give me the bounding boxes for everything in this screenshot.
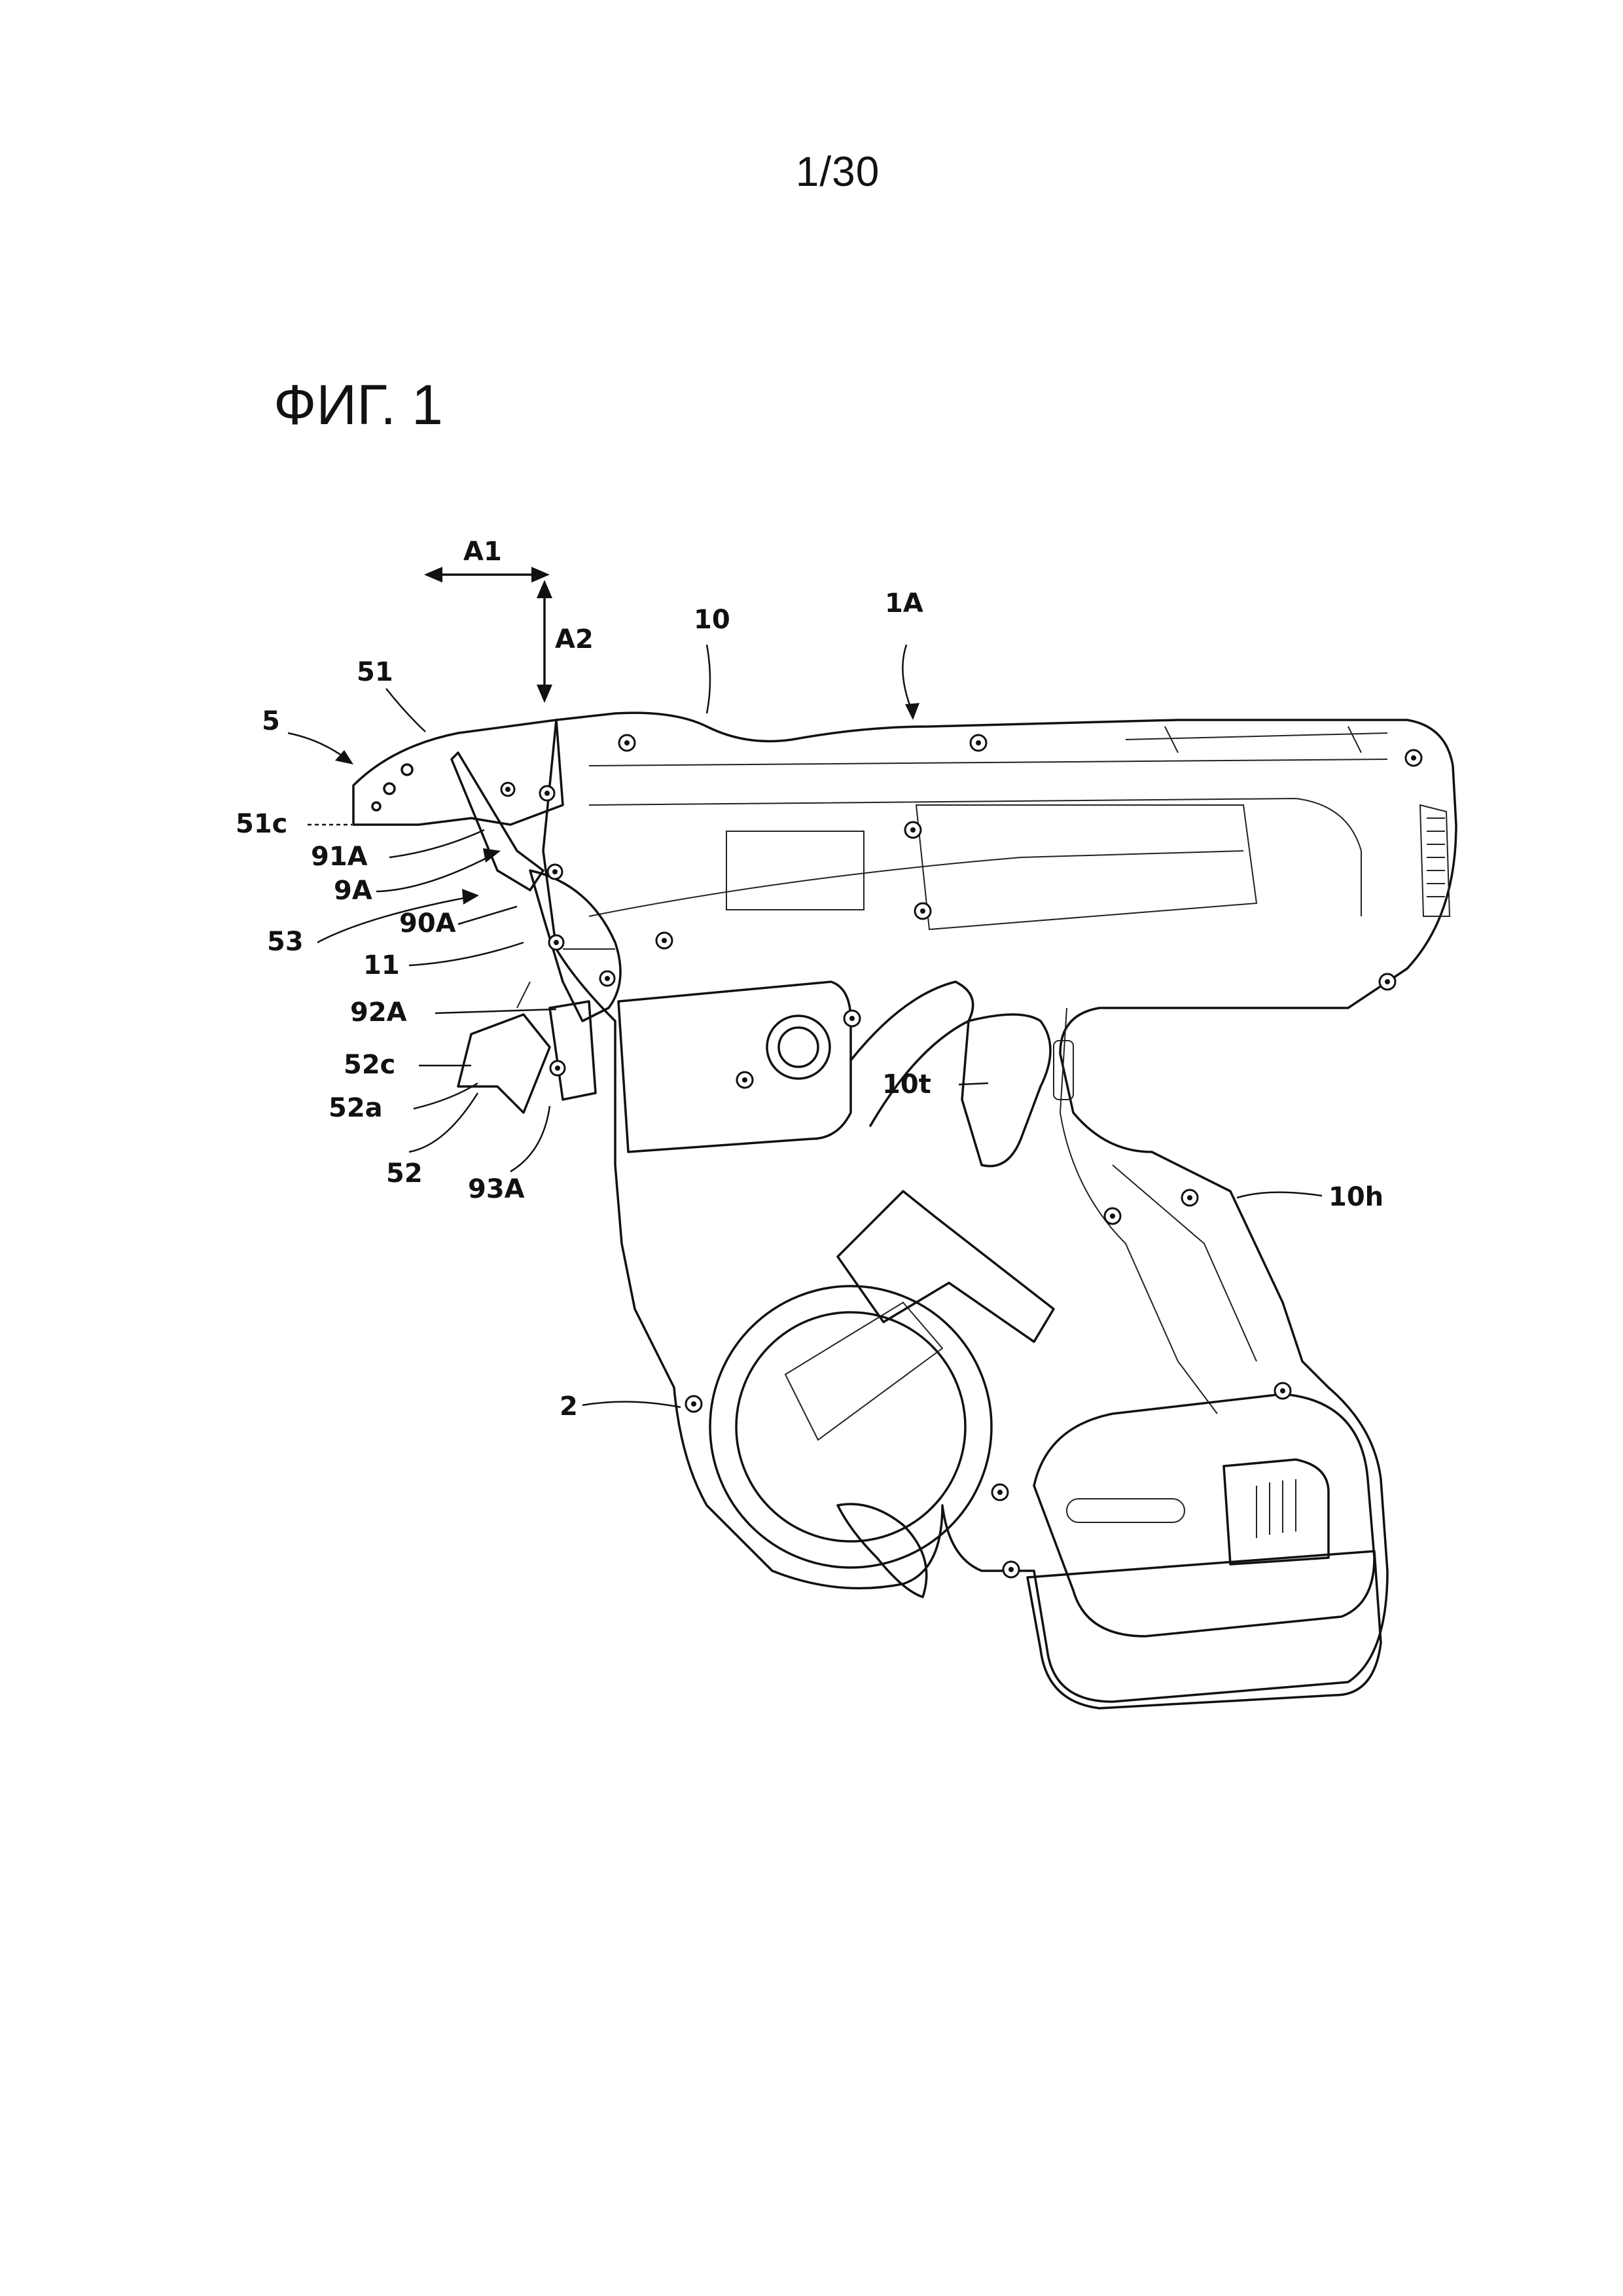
screws xyxy=(501,735,1421,1577)
label-9a: 9A xyxy=(334,876,372,906)
label-53: 53 xyxy=(267,927,304,957)
direction-arrows xyxy=(424,567,552,703)
label-91a: 91A xyxy=(311,842,368,872)
label-51c: 51c xyxy=(236,809,287,839)
label-11: 11 xyxy=(363,950,400,980)
label-90a: 90A xyxy=(399,908,456,939)
tool-body xyxy=(353,713,1456,1708)
label-52a: 52a xyxy=(329,1093,383,1123)
label-10t: 10t xyxy=(882,1069,931,1100)
label-a2: A2 xyxy=(555,624,594,655)
label-51: 51 xyxy=(357,657,393,687)
label-a1: A1 xyxy=(463,537,502,567)
label-93a: 93A xyxy=(468,1174,525,1204)
label-92a: 92A xyxy=(350,997,407,1028)
label-10: 10 xyxy=(694,605,730,635)
label-2: 2 xyxy=(560,1391,578,1422)
label-52c: 52c xyxy=(344,1050,395,1080)
label-52: 52 xyxy=(386,1158,423,1189)
label-5: 5 xyxy=(262,706,280,736)
callout-labels: A1 A2 10 1A 51 5 51c 91A 9A 53 90A 11 92… xyxy=(236,537,1383,1422)
label-10h: 10h xyxy=(1329,1182,1383,1212)
label-1a: 1A xyxy=(885,588,923,619)
